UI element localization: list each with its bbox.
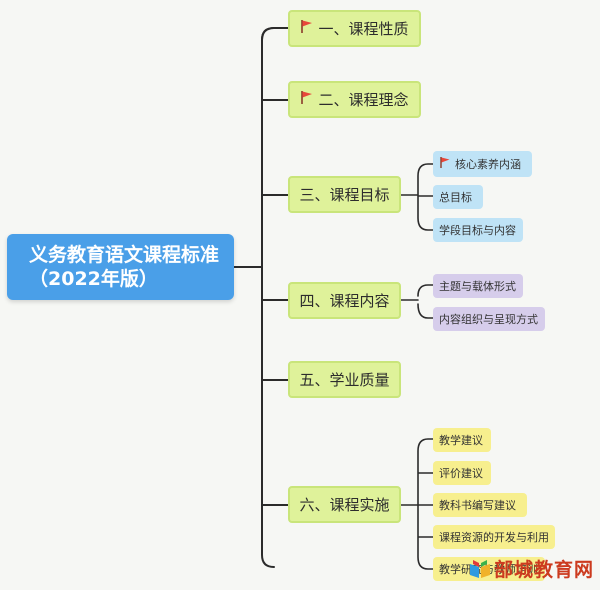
section-label: 五、学业质量 <box>299 371 390 389</box>
connector-content <box>400 284 434 319</box>
subtopic-resources[interactable]: 课程资源的开发与利用 <box>433 525 555 549</box>
subtopic-label: 学段目标与内容 <box>439 224 516 237</box>
site-watermark: 部城教育网 <box>469 555 594 582</box>
subtopic-teaching-advice[interactable]: 教学建议 <box>433 428 491 452</box>
flag-icon <box>439 156 451 172</box>
subtopic-theme-carrier[interactable]: 主题与载体形式 <box>433 274 523 298</box>
section-node-3[interactable]: 三、课程目标 <box>288 176 401 213</box>
subtopic-organization[interactable]: 内容组织与呈现方式 <box>433 307 545 331</box>
subtopic-label: 教科书编写建议 <box>439 499 516 512</box>
subtopic-overall-goal[interactable]: 总目标 <box>433 185 483 209</box>
root-title: 义务教育语文课程标准 <box>29 244 220 266</box>
subtopic-label: 教学建议 <box>439 434 483 447</box>
subtopic-label: 课程资源的开发与利用 <box>439 531 549 544</box>
section-label: 二、课程理念 <box>318 91 409 109</box>
flag-icon <box>300 19 314 38</box>
subtopic-textbook-advice[interactable]: 教科书编写建议 <box>433 493 527 517</box>
connector-trunk <box>261 27 289 568</box>
root-node[interactable]: 义务教育语文课程标准 （2022年版） <box>7 234 234 300</box>
section-label: 六、课程实施 <box>299 496 390 514</box>
subtopic-label: 主题与载体形式 <box>439 280 516 293</box>
subtopic-label: 核心素养内涵 <box>455 158 521 171</box>
section-node-6[interactable]: 六、课程实施 <box>288 486 401 523</box>
section-node-4[interactable]: 四、课程内容 <box>288 282 401 319</box>
colorful-book-logo-icon <box>469 559 490 578</box>
section-node-5[interactable]: 五、学业质量 <box>288 361 401 398</box>
connector-goals <box>400 163 434 231</box>
section-node-2[interactable]: 二、课程理念 <box>288 81 421 118</box>
subtopic-stage-goals[interactable]: 学段目标与内容 <box>433 218 523 242</box>
connector-implementation <box>400 438 434 570</box>
section-label: 四、课程内容 <box>299 292 390 310</box>
flag-icon <box>300 90 314 109</box>
section-label: 三、课程目标 <box>299 186 390 204</box>
subtopic-label: 评价建议 <box>439 467 483 480</box>
watermark-text: 部城教育网 <box>493 559 594 581</box>
root-subtitle: （2022年版） <box>29 268 158 290</box>
section-label: 一、课程性质 <box>318 20 409 38</box>
subtopic-evaluation-advice[interactable]: 评价建议 <box>433 461 491 485</box>
subtopic-core-literacy[interactable]: 核心素养内涵 <box>433 151 532 177</box>
subtopic-label: 总目标 <box>439 191 472 204</box>
connector-section-1 <box>261 27 289 41</box>
section-node-1[interactable]: 一、课程性质 <box>288 10 421 47</box>
subtopic-label: 内容组织与呈现方式 <box>439 313 538 326</box>
